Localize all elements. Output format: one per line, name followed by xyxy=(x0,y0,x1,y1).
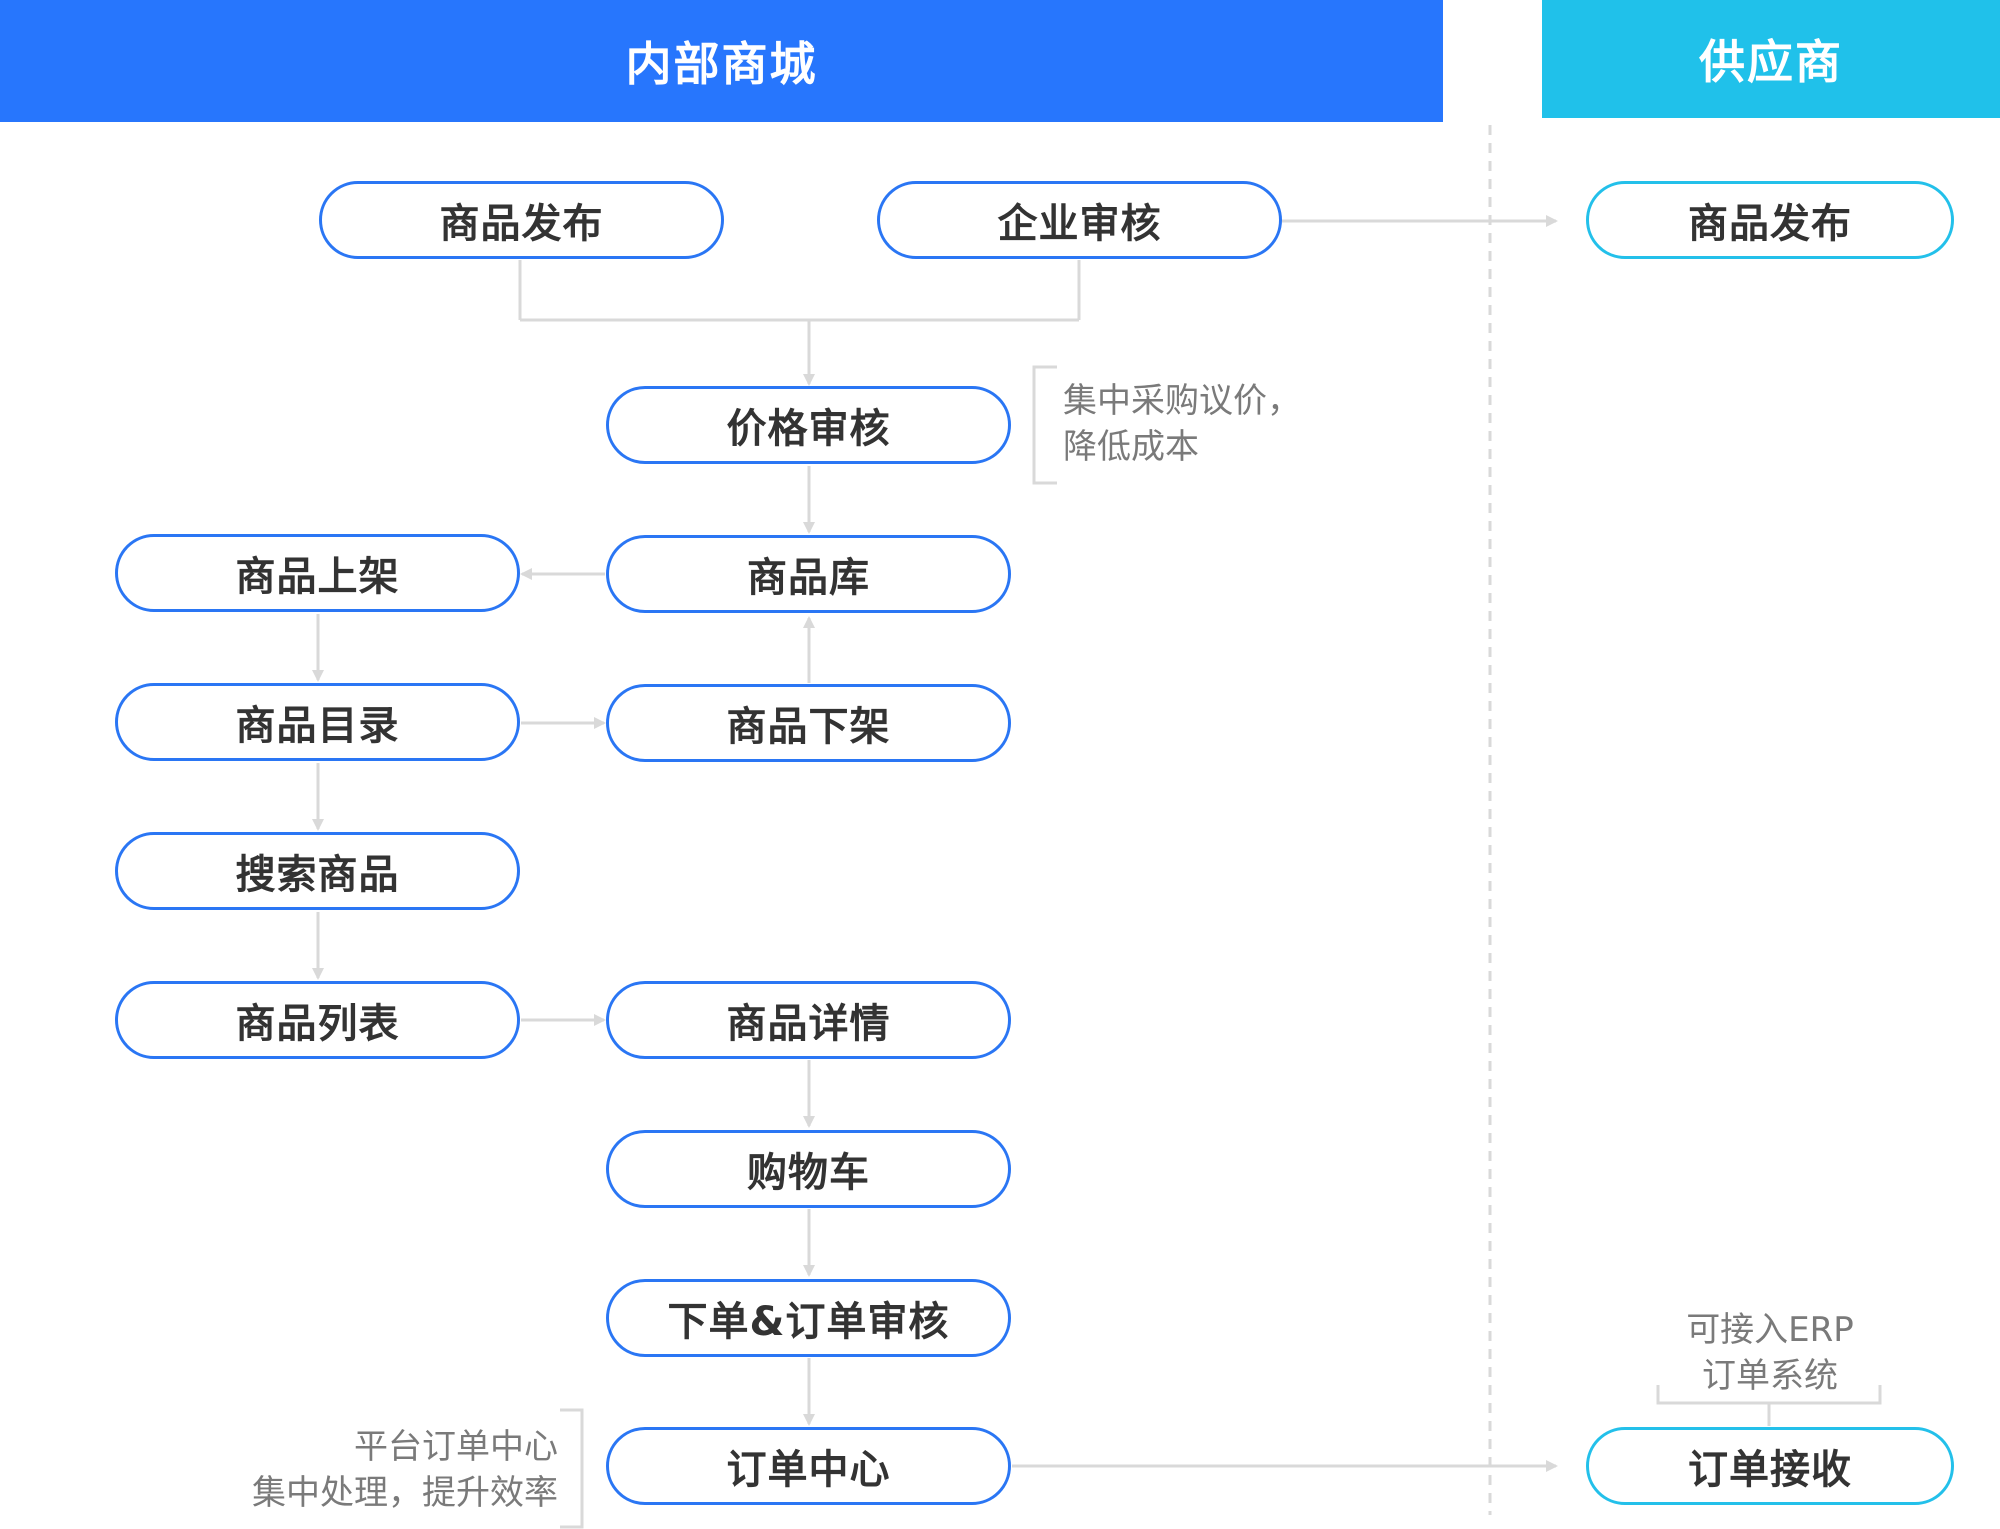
erp-note-line-2: 订单系统 xyxy=(1702,1356,1838,1396)
node-shopping-cart: 购物车 xyxy=(606,1130,1011,1208)
node-product-catalog: 商品目录 xyxy=(115,683,520,761)
erp-note-line-1: 可接入ERP xyxy=(1686,1310,1854,1350)
price-note-line-1: 集中采购议价， xyxy=(1063,381,1301,421)
node-order-center: 订单中心 xyxy=(606,1427,1011,1505)
node-shelf-on: 商品上架 xyxy=(115,534,520,612)
order-note-line-1: 平台订单中心 xyxy=(354,1427,558,1467)
order-note-line-2: 集中处理，提升效率 xyxy=(252,1473,558,1513)
supplier-header: 供应商 xyxy=(1542,0,2000,118)
node-order-receive: 订单接收 xyxy=(1586,1427,1954,1505)
erp-note: 可接入ERP 订单系统 xyxy=(1640,1307,1900,1399)
order-note: 平台订单中心 集中处理，提升效率 xyxy=(200,1424,558,1516)
node-shelf-off: 商品下架 xyxy=(606,684,1011,762)
node-supplier-publish: 商品发布 xyxy=(1586,181,1954,259)
node-search-products: 搜索商品 xyxy=(115,832,520,910)
node-product-library: 商品库 xyxy=(606,535,1011,613)
internal-mall-header: 内部商城 xyxy=(0,0,1443,122)
erp-note-bracket xyxy=(1656,1385,1882,1426)
price-note: 集中采购议价， 降低成本 xyxy=(1063,378,1301,470)
price-note-line-2: 降低成本 xyxy=(1063,427,1199,467)
node-product-publish: 商品发布 xyxy=(319,181,724,259)
node-order-review: 下单&订单审核 xyxy=(606,1279,1011,1357)
node-enterprise-review: 企业审核 xyxy=(877,181,1282,259)
price-note-bracket xyxy=(1032,365,1057,485)
node-product-detail: 商品详情 xyxy=(606,981,1011,1059)
node-price-review: 价格审核 xyxy=(606,386,1011,464)
node-product-list: 商品列表 xyxy=(115,981,520,1059)
order-note-bracket xyxy=(560,1408,584,1529)
